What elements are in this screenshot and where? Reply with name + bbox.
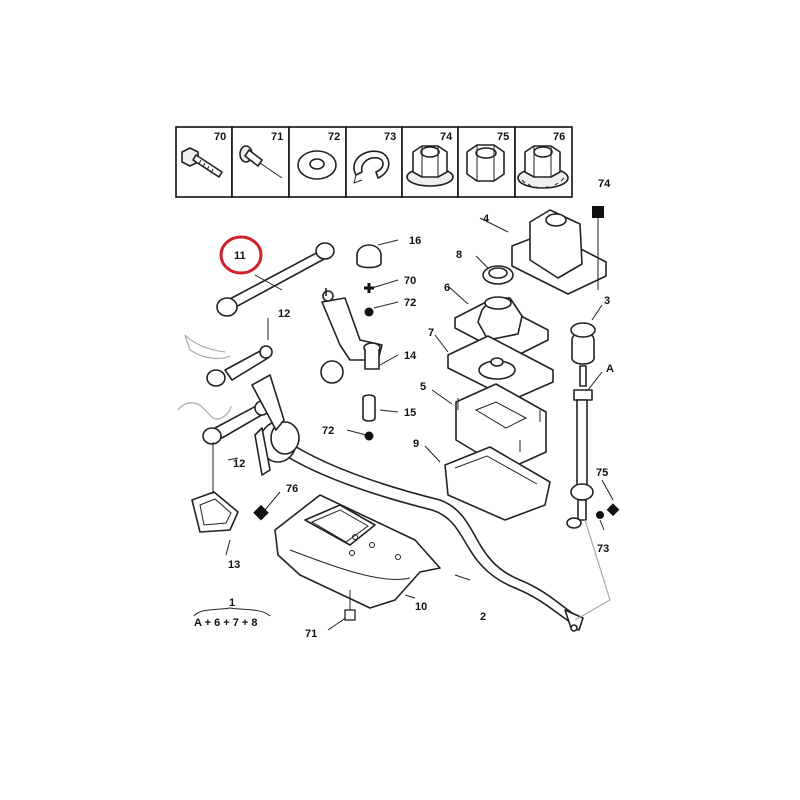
tie-rod	[216, 242, 335, 317]
shifter-housing	[444, 209, 607, 521]
label-7: 7	[428, 327, 434, 339]
label-74: 74	[598, 178, 611, 190]
label-16: 16	[409, 235, 421, 247]
nut-marker-75	[606, 503, 620, 517]
legend-num-73: 73	[384, 131, 396, 143]
highlight-ring	[219, 235, 263, 275]
label-72-lower: 72	[322, 425, 334, 437]
highlight-part-11: 11	[219, 235, 263, 275]
label-6: 6	[444, 282, 450, 294]
label-a: A	[606, 363, 614, 375]
label-1: 1	[229, 597, 235, 609]
label-15: 15	[404, 407, 416, 419]
leader-lines	[225, 206, 614, 631]
kit-label: 1 A + 6 + 7 + 8	[193, 597, 271, 629]
shift-lever	[566, 322, 620, 621]
legend-num-70: 70	[214, 131, 226, 143]
gear-rod	[254, 421, 584, 632]
legend-num-76: 76	[553, 131, 565, 143]
label-13: 13	[228, 559, 240, 571]
label-5: 5	[420, 381, 426, 393]
label-9: 9	[413, 438, 419, 450]
legend-table: 70 71 72 73 74 75 76	[175, 126, 573, 198]
bellcrank	[320, 244, 383, 422]
selector-links	[177, 334, 285, 533]
flange-nut-icon	[406, 145, 454, 187]
label-72-upper: 72	[404, 297, 416, 309]
label-12-lower: 12	[233, 458, 245, 470]
flat-washer-icon	[297, 150, 337, 180]
legend-num-74: 74	[440, 131, 453, 143]
label-4: 4	[483, 213, 490, 225]
label-71: 71	[305, 628, 317, 640]
label-2: 2	[480, 611, 486, 623]
legend-num-71: 71	[271, 131, 283, 143]
label-8: 8	[456, 249, 462, 261]
serrated-flange-nut-icon	[517, 145, 569, 189]
hex-nut-icon	[466, 144, 505, 182]
spring-washer-icon	[353, 150, 390, 184]
nut-marker-74	[592, 206, 604, 218]
label-10: 10	[415, 601, 427, 613]
label-73: 73	[597, 543, 609, 555]
label-75: 75	[596, 467, 608, 479]
heat-shield	[274, 494, 441, 609]
label-11: 11	[234, 250, 246, 262]
washer-marker-73	[596, 511, 604, 519]
label-12-upper: 12	[278, 308, 290, 320]
kit-composition: A + 6 + 7 + 8	[194, 617, 258, 629]
label-70: 70	[404, 275, 416, 287]
rivet-icon	[239, 145, 283, 179]
nut-marker-76	[253, 504, 269, 521]
rivet-marker-71	[344, 609, 356, 621]
washer-marker-72b	[364, 431, 374, 441]
bolt-marker-70	[364, 283, 374, 293]
label-76: 76	[286, 483, 298, 495]
legend-num-75: 75	[497, 131, 509, 143]
label-14: 14	[404, 350, 417, 362]
washer-marker-72a	[364, 307, 374, 317]
label-3: 3	[604, 295, 610, 307]
callouts: 16 70 72 14 15 72 12 12 13 76 71 10 2 4 …	[228, 178, 614, 640]
legend-num-72: 72	[328, 131, 340, 143]
bolt-icon	[181, 147, 223, 178]
